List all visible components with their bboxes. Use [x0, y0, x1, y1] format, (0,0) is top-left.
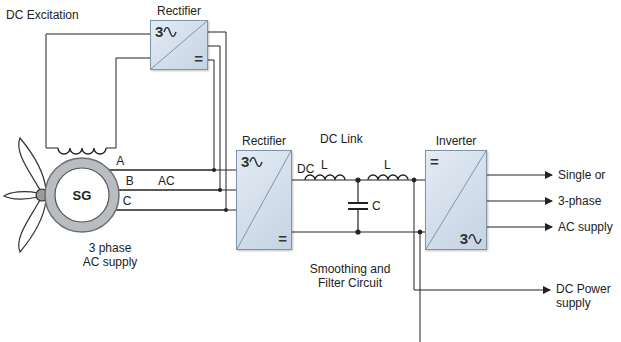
text-label: Smoothing and Filter Circuit: [305, 262, 395, 290]
symbol-text: 3: [241, 153, 249, 170]
symbol-group: =: [278, 230, 287, 247]
text-label: DC: [297, 162, 314, 176]
text-label: Single or 3-phase AC supply: [558, 162, 616, 240]
phase-label: C: [122, 195, 133, 208]
box-heading: Rectifier: [157, 4, 201, 18]
junction-dot: [212, 168, 216, 172]
text-label: L: [384, 158, 391, 172]
symbol-text: =: [194, 50, 203, 67]
sine-symbol: [468, 234, 482, 244]
box-heading: Rectifier: [242, 134, 286, 148]
text-label: AC: [158, 174, 175, 188]
generator-label: SG: [73, 188, 92, 203]
junction-dot: [224, 208, 228, 212]
excitation-coil: [58, 148, 106, 154]
text-label: L: [321, 158, 328, 172]
sine-symbol: [163, 27, 177, 37]
wire-connector: [292, 180, 425, 181]
symbol-group: =: [194, 50, 203, 67]
symbol-group: 3: [460, 230, 482, 247]
symbol-text: =: [278, 230, 287, 247]
symbol-text: 3: [155, 23, 163, 40]
inductor-symbol: [368, 175, 408, 180]
converter-box: Rectifier3=: [236, 150, 292, 250]
symbol-group: =: [430, 153, 439, 170]
text-label: C: [372, 199, 381, 213]
symbol-text: =: [430, 153, 439, 170]
symbol-group: 3: [155, 23, 177, 40]
wire-connector: [109, 60, 214, 170]
text-label: DC Power supply: [556, 282, 618, 310]
sine-symbol: [249, 157, 263, 167]
box-heading: Inverter: [436, 134, 477, 148]
capacitor-symbol: [348, 178, 368, 234]
excitation-wire: [46, 34, 150, 148]
text-label: 3 phase AC supply: [82, 241, 138, 269]
symbol-text: 3: [460, 230, 468, 247]
text-label: DC Link: [320, 132, 363, 146]
symbol-group: 3: [241, 153, 263, 170]
wire-connector: [292, 232, 425, 233]
phase-label: A: [115, 155, 125, 168]
junction-dot: [218, 188, 222, 192]
phase-label: B: [125, 175, 135, 188]
converter-box: Rectifier3=: [150, 20, 208, 70]
generator-circle: SG: [44, 157, 120, 233]
converter-box: Inverter=3: [425, 150, 487, 250]
text-label: DC Excitation: [6, 8, 79, 22]
turbine-blades: [4, 138, 48, 252]
